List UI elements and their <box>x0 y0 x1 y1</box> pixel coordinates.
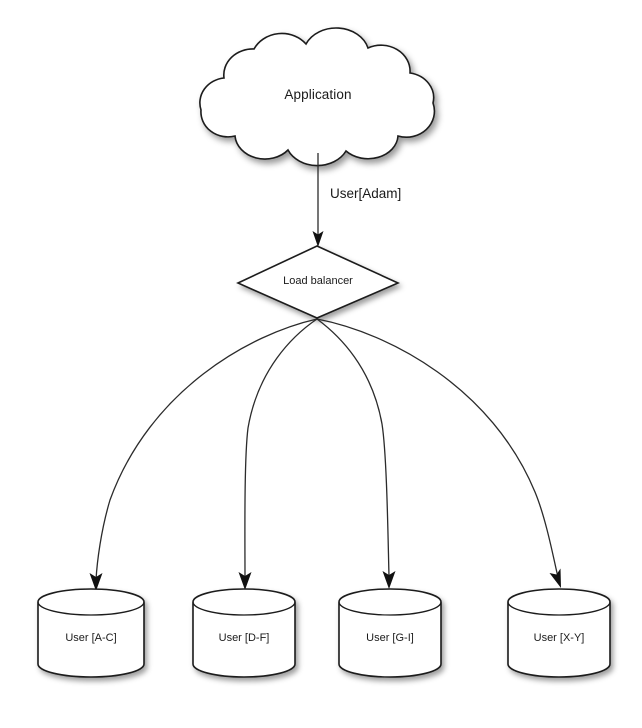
load-balancer-diamond-shape[interactable] <box>236 245 400 319</box>
edge-balancer-to-db-2 <box>238 318 318 590</box>
database-cylinder-3-shape[interactable] <box>338 588 442 678</box>
database-cylinder-1-shape[interactable] <box>37 588 145 678</box>
database-cylinder-4-shape[interactable] <box>507 588 611 678</box>
edge-balancer-to-db-1 <box>89 318 318 591</box>
database-cylinder-2-shape[interactable] <box>192 588 296 678</box>
application-cloud-shape[interactable] <box>199 27 436 167</box>
edge-balancer-to-db-4 <box>316 318 561 588</box>
edge-balancer-to-db-3 <box>316 318 396 589</box>
edge-application-to-balancer <box>312 153 324 247</box>
